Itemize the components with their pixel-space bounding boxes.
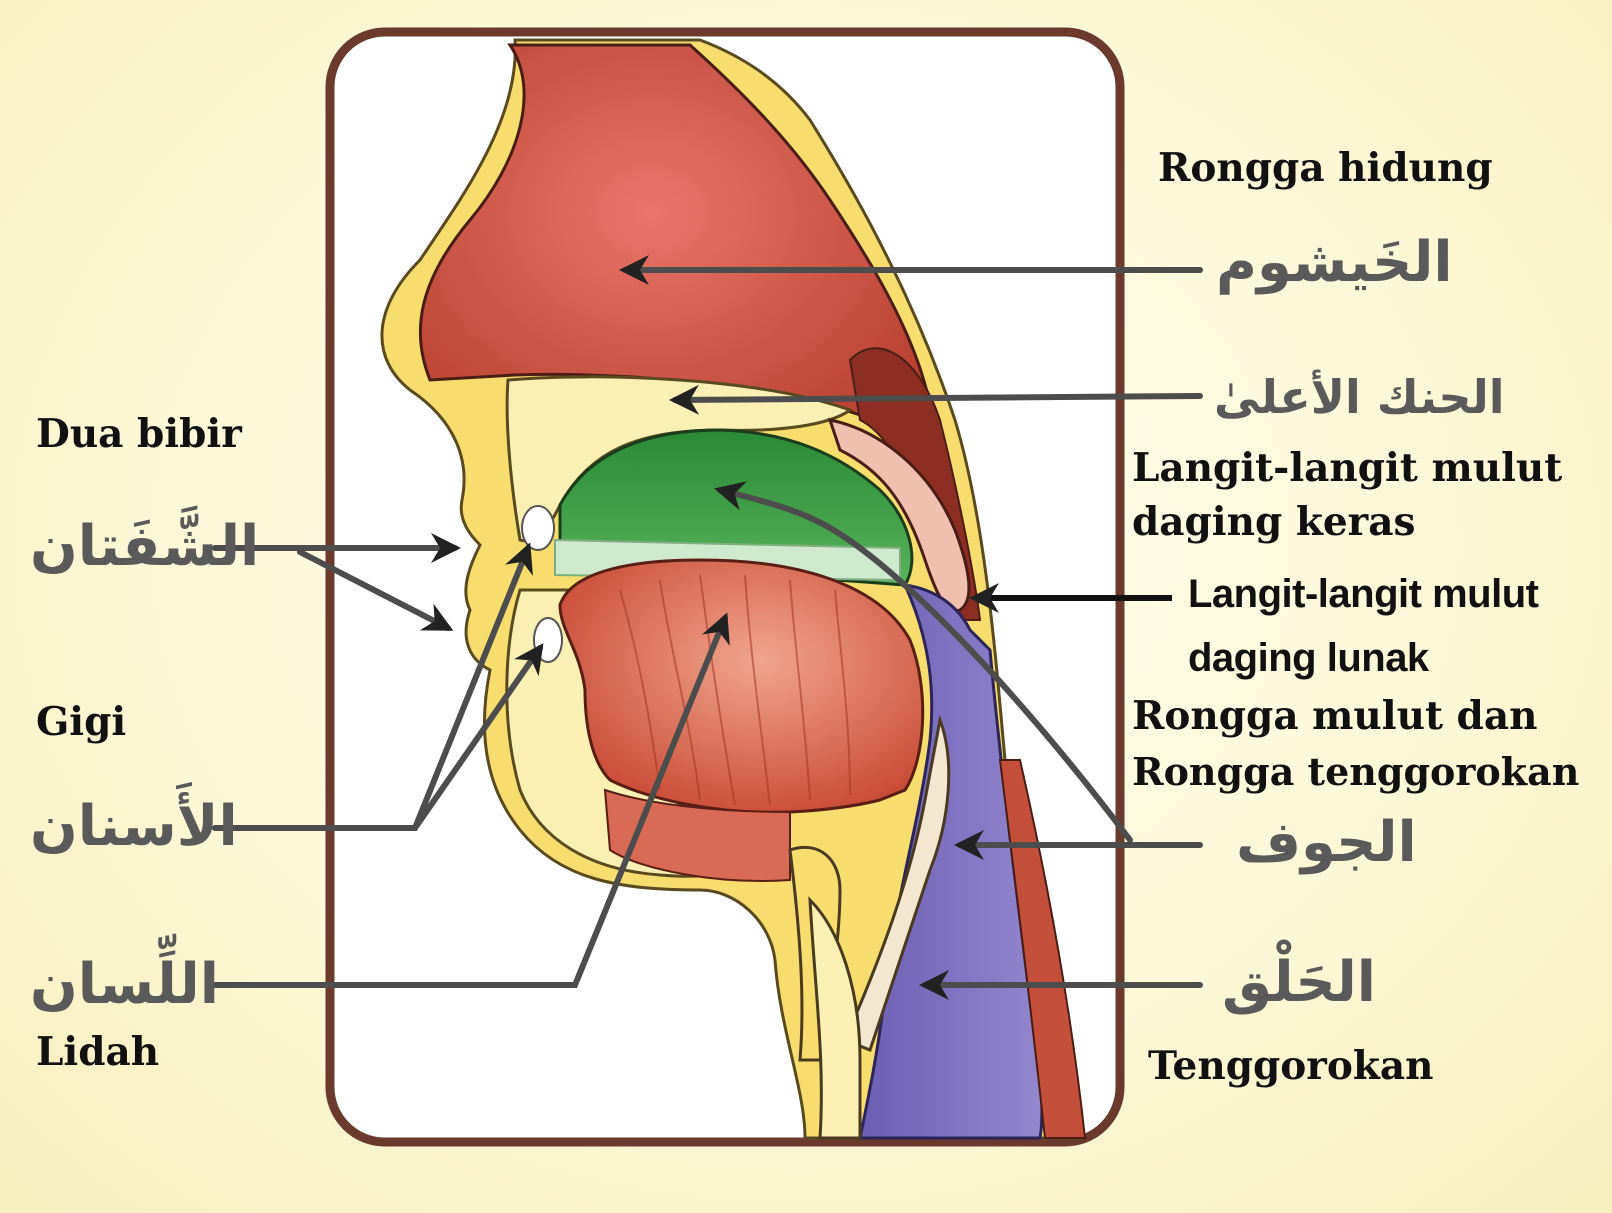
pointer-syafatan-lower bbox=[297, 549, 454, 631]
pointer-asnan-lower bbox=[412, 643, 544, 831]
arabic-label-jauf: الجوف bbox=[1236, 810, 1417, 875]
arabic-label-asnan: الأَسنان bbox=[30, 794, 238, 859]
label-langit-lunak-1: Langit-langit mulut bbox=[1188, 572, 1539, 616]
pointer-lisan bbox=[212, 612, 730, 988]
pharynx bbox=[858, 583, 1044, 1140]
label-langit-keras-1: Langit-langit mulut bbox=[1132, 445, 1563, 491]
tongue bbox=[558, 558, 925, 814]
arabic-label-syafatan: الشَّفَتان bbox=[30, 514, 260, 579]
label-rongga-hidung: Rongga hidung bbox=[1158, 145, 1493, 191]
label-gigi: Gigi bbox=[36, 699, 127, 745]
esophagus bbox=[998, 759, 1087, 1139]
pointer-hanak-ala bbox=[669, 384, 1203, 415]
label-langit-lunak-2: daging lunak bbox=[1188, 636, 1429, 680]
arabic-label-khaisyum: الخَيشوم bbox=[1216, 230, 1453, 295]
tongue-striations bbox=[619, 574, 851, 806]
pointer-lines bbox=[212, 255, 1203, 1000]
label-dua-bibir: Dua bibir bbox=[36, 411, 242, 457]
arabic-label-lisan: اللِّسان bbox=[30, 952, 219, 1017]
label-lidah: Lidah bbox=[36, 1029, 160, 1075]
tongue-root bbox=[603, 788, 791, 882]
arabic-label-hanak-ala: الحنك الأعلىٰ bbox=[1214, 370, 1505, 424]
label-tenggorokan: Tenggorokan bbox=[1148, 1043, 1434, 1089]
label-rongga-mulut-2: Rongga tenggorokan bbox=[1132, 749, 1580, 794]
soft-palate bbox=[827, 418, 971, 613]
label-langit-keras-2: daging keras bbox=[1132, 499, 1416, 545]
pointer-jauf-mouth bbox=[714, 481, 1133, 843]
upper-incisor bbox=[521, 505, 555, 551]
label-rongga-mulut-1: Rongga mulut dan bbox=[1132, 693, 1538, 739]
trachea bbox=[808, 896, 862, 1140]
arabic-label-halq: الحَلْق bbox=[1222, 950, 1376, 1015]
